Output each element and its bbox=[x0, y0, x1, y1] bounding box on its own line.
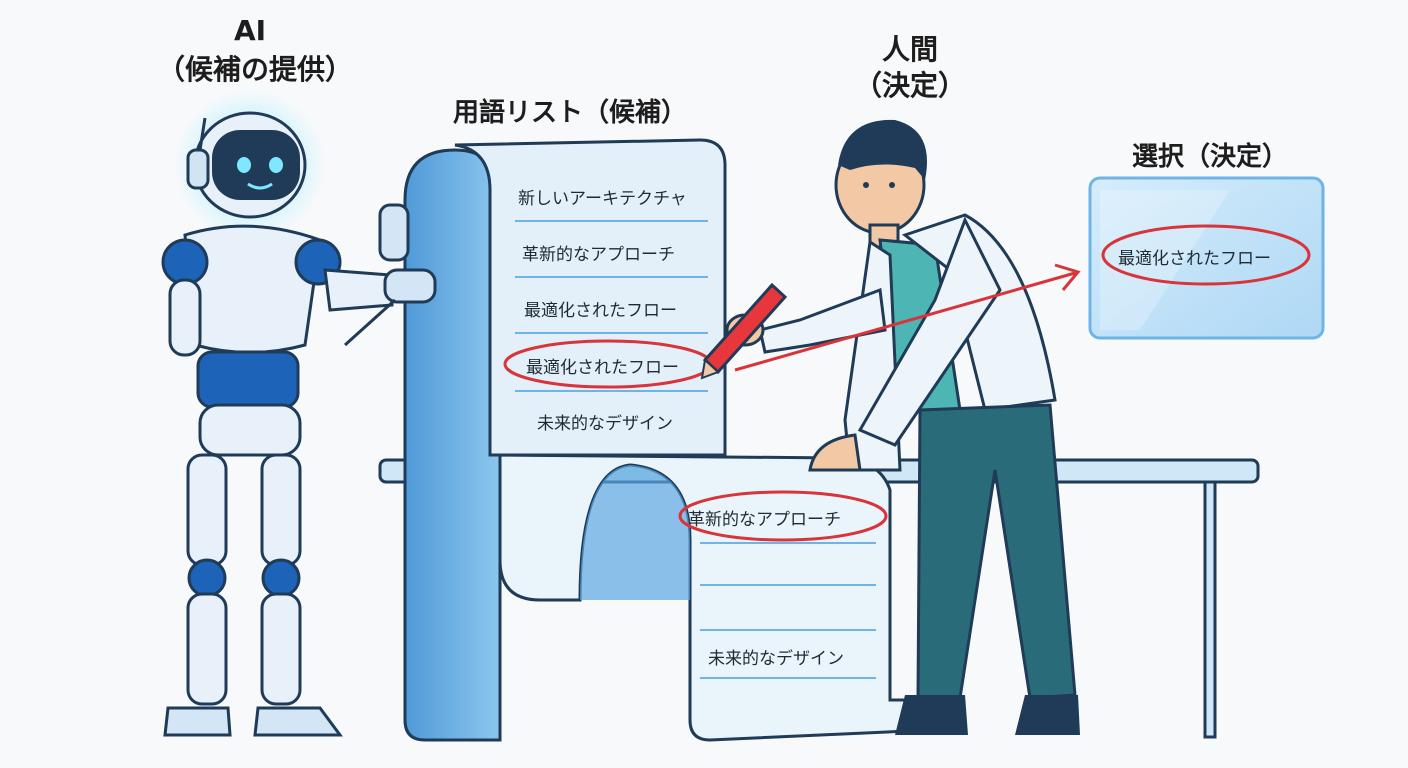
list-item: 最適化されたフロー bbox=[524, 301, 677, 321]
arrow-icon bbox=[734, 263, 1081, 372]
scientist-figure bbox=[725, 119, 1080, 735]
selection-title: 選択（決定） bbox=[1131, 142, 1288, 172]
highlight-ellipse-lower bbox=[678, 490, 888, 542]
ai-title: AI bbox=[233, 14, 267, 47]
ai-subtitle: （候補の提供） bbox=[156, 53, 353, 86]
list-item: 最適化されたフロー bbox=[526, 358, 679, 378]
human-title: 人間 bbox=[881, 33, 938, 66]
list-item: 革新的なアプローチ bbox=[522, 245, 675, 265]
list-item: 革新的なアプローチ bbox=[688, 510, 841, 530]
robot-figure bbox=[161, 90, 437, 737]
human-subtitle: （決定） bbox=[853, 69, 966, 102]
list-item: 未来的なデザイン bbox=[537, 414, 673, 434]
selected-term: 最適化されたフロー bbox=[1118, 249, 1271, 269]
list-item: 新しいアーキテクチャ bbox=[518, 189, 687, 209]
selection-box bbox=[1088, 176, 1325, 340]
list-title: 用語リスト（候補） bbox=[452, 98, 687, 128]
list-item: 未来的なデザイン bbox=[708, 649, 844, 669]
red-pencil-icon bbox=[700, 282, 788, 380]
